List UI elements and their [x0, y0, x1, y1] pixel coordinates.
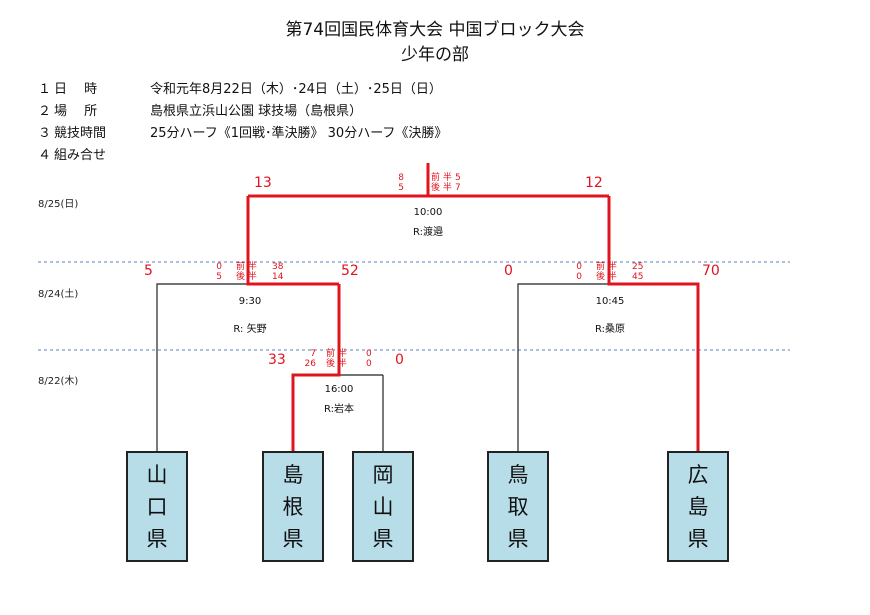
- semi-left-left-half1: 0: [216, 262, 222, 272]
- team-shimane: 島根県: [262, 451, 324, 562]
- semi-left-right-total: 52: [341, 263, 359, 279]
- date-final: 8/25(日): [38, 199, 79, 210]
- page-subtitle: 少年の部: [401, 45, 469, 65]
- semi-right-right-half2: 45: [632, 272, 644, 282]
- team-yamaguchi: 山口県: [126, 451, 188, 562]
- semi-left-right-half1: 38: [272, 262, 284, 272]
- first-half1-label: 前 半: [326, 349, 347, 359]
- date-semi: 8/24(土): [38, 289, 79, 300]
- semi-left-time: 9:30: [238, 296, 262, 307]
- first-right-half1: 0: [366, 349, 372, 359]
- first-left-total: 33: [268, 352, 286, 368]
- team-tottori: 鳥取県: [487, 451, 549, 562]
- semi-right-half2-label: 後 半: [596, 272, 617, 282]
- semi-left-left-total: 5: [144, 263, 153, 279]
- first-referee: R:岩本: [323, 404, 354, 415]
- first-time: 16:00: [324, 384, 354, 395]
- semi-right-time: 10:45: [595, 296, 625, 307]
- first-half2-label: 後 半: [326, 359, 347, 369]
- first-right-total: 0: [395, 352, 404, 368]
- semi-right-left-half1: 0: [576, 262, 582, 272]
- semi-left-half2-label: 後 半: [236, 272, 257, 282]
- line-yamaguchi: [156, 283, 248, 451]
- final-left-total: 13: [254, 175, 272, 191]
- final-time: 10:00: [413, 207, 443, 218]
- semi-right-right-total: 70: [702, 263, 720, 279]
- line-hiroshima: [607, 196, 700, 451]
- semi-left-left-half2: 5: [216, 272, 222, 282]
- line-shimane-first: [291, 284, 341, 451]
- first-left-half1: 7: [310, 349, 316, 359]
- date-first: 8/22(木): [38, 376, 79, 387]
- first-left-half2: 26: [304, 359, 316, 369]
- semi-left-half1-label: 前 半: [236, 262, 257, 272]
- team-okayama: 岡山県: [352, 451, 414, 562]
- semi-right-right-half1: 25: [632, 262, 644, 272]
- line-tottori: [517, 283, 609, 451]
- final-referee: R:渡邉: [412, 227, 443, 238]
- page-title: 第74回国民体育大会 中国ブロック大会: [285, 20, 585, 40]
- final-left-half1: 8: [398, 173, 404, 183]
- first-right-half2: 0: [366, 359, 372, 369]
- final-right-half2: 7: [455, 183, 461, 193]
- final-right-total: 12: [585, 175, 603, 191]
- semi-right-referee: R:桑原: [594, 324, 625, 335]
- final-half1-label: 前 半: [431, 173, 452, 183]
- semi-right-half1-label: 前 半: [596, 262, 617, 272]
- semi-right-left-half2: 0: [576, 272, 582, 282]
- semi-left-referee: R: 矢野: [233, 324, 267, 335]
- semi-right-left-total: 0: [504, 263, 513, 279]
- final-left-half2: 5: [398, 183, 404, 193]
- team-hiroshima: 広島県: [667, 451, 729, 562]
- semi-left-right-half2: 14: [272, 272, 284, 282]
- line-shimane-semi: [246, 196, 339, 286]
- final-right-half1: 5: [455, 173, 461, 183]
- final-half2-label: 後 半: [431, 183, 452, 193]
